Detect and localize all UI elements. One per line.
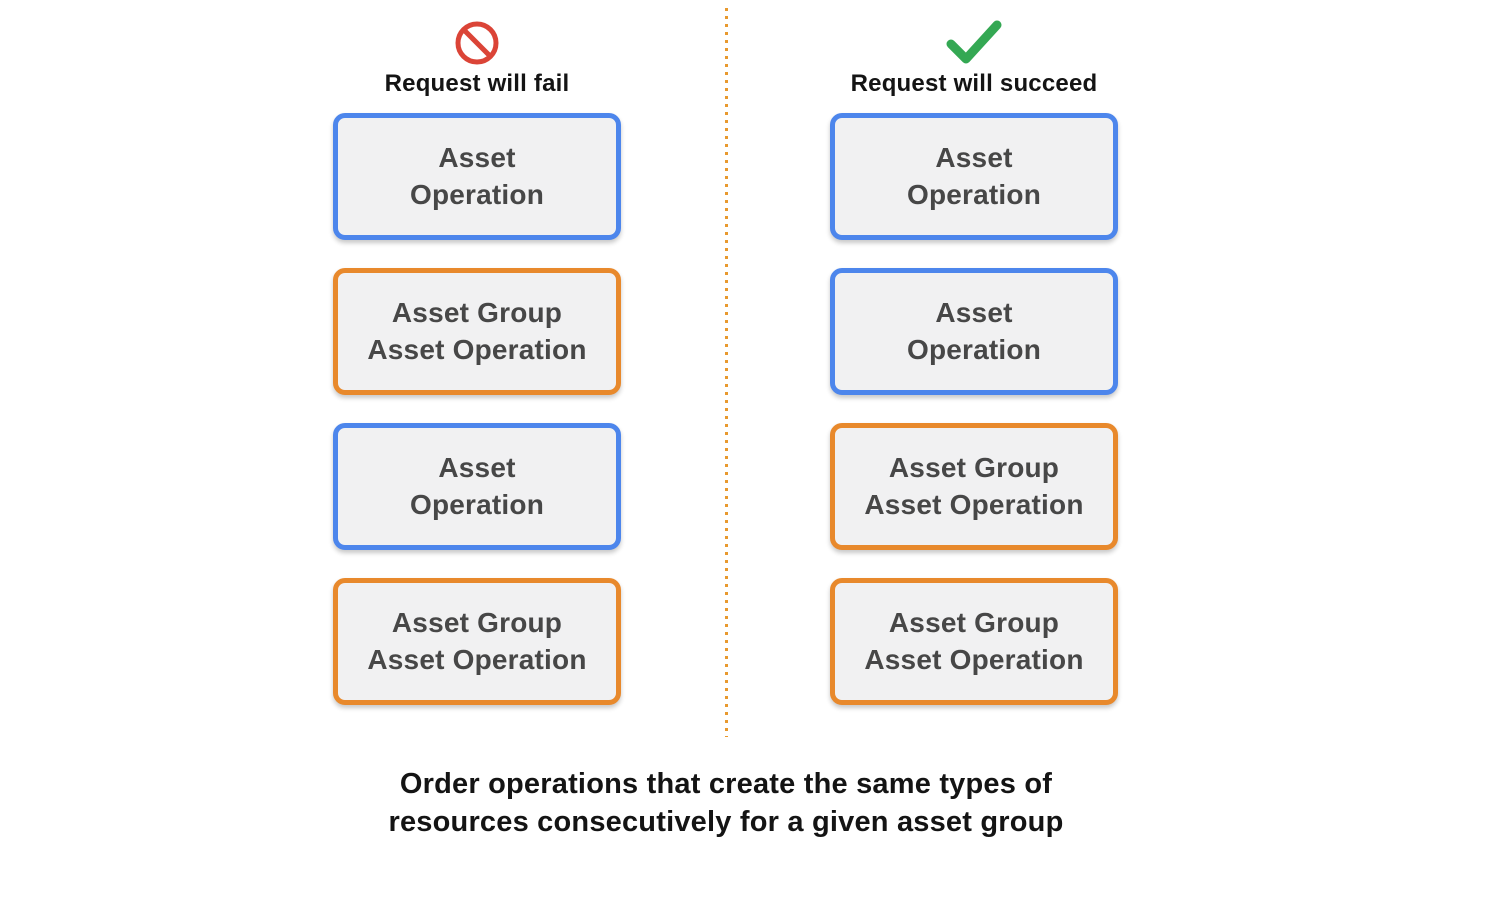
asset-operation-box: Asset Operation	[333, 423, 621, 550]
asset-operation-box: Asset Operation	[333, 113, 621, 240]
asset-group-asset-operation-box: Asset Group Asset Operation	[830, 423, 1118, 550]
asset-operation-box: Asset Operation	[830, 113, 1118, 240]
succeed-column-title: Request will succeed	[850, 70, 1098, 97]
asset-group-asset-operation-box: Asset Group Asset Operation	[830, 578, 1118, 705]
prohibition-icon	[455, 21, 499, 65]
asset-group-asset-operation-box: Asset Group Asset Operation	[333, 578, 621, 705]
diagram-caption: Order operations that create the same ty…	[388, 768, 1064, 838]
succeed-column: Request will succeed Asset Operation Ass…	[830, 0, 1118, 733]
dotted-divider	[725, 8, 728, 737]
fail-column: Request will fail Asset Operation Asset …	[333, 0, 621, 733]
asset-operation-box: Asset Operation	[830, 268, 1118, 395]
fail-column-header: Request will fail	[333, 0, 621, 113]
asset-group-asset-operation-box: Asset Group Asset Operation	[333, 268, 621, 395]
succeed-column-header: Request will succeed	[830, 0, 1118, 113]
checkmark-icon	[945, 19, 1003, 65]
fail-column-title: Request will fail	[384, 70, 570, 97]
